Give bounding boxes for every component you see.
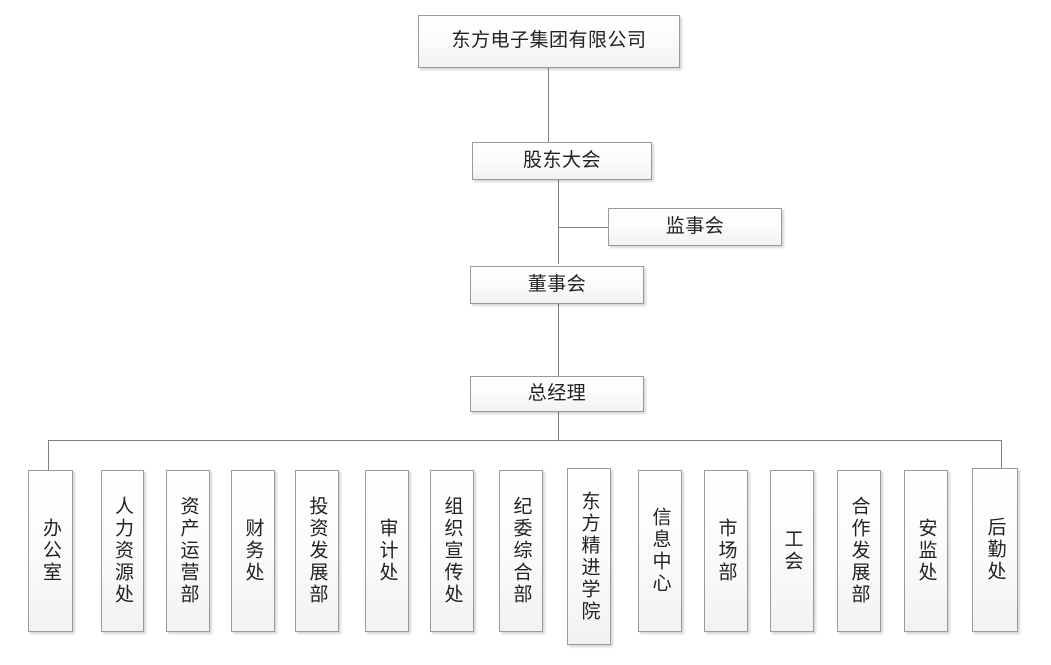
connector-board-to-manager: [558, 304, 559, 376]
node-dept-investment-development[interactable]: 投资发展部: [295, 470, 339, 632]
node-dept-information-center[interactable]: 信息中心: [638, 470, 682, 632]
connector-shareholders-to-board: [558, 180, 559, 264]
node-dept-dongfang-academy[interactable]: 东方精进学院: [567, 468, 611, 645]
node-dept-logistics[interactable]: 后勤处: [972, 468, 1018, 632]
node-dept-human-resources[interactable]: 人力资源处: [101, 470, 144, 632]
node-dept-office[interactable]: 办公室: [28, 470, 73, 632]
node-board-of-supervisors[interactable]: 监事会: [608, 208, 782, 246]
node-dept-discipline-committee[interactable]: 纪委综合部: [499, 470, 543, 632]
connector-bus-to-first-dept: [48, 440, 49, 470]
node-dept-marketing[interactable]: 市场部: [704, 470, 748, 632]
connector-bus-to-last-dept: [1001, 440, 1002, 468]
node-dept-asset-operations[interactable]: 资产运营部: [166, 470, 210, 632]
node-dept-finance[interactable]: 财务处: [231, 470, 275, 632]
connector-company-to-shareholders: [548, 68, 549, 142]
node-dept-organization-publicity[interactable]: 组织宣传处: [430, 470, 474, 632]
connector-manager-to-bus: [558, 412, 559, 440]
node-dept-audit[interactable]: 审计处: [365, 470, 409, 632]
node-shareholders-meeting[interactable]: 股东大会: [472, 142, 652, 180]
node-board-of-directors[interactable]: 董事会: [470, 266, 644, 304]
connector-board-branch-to-supervisors: [558, 227, 608, 228]
node-dept-safety-supervision[interactable]: 安监处: [904, 470, 948, 632]
node-company[interactable]: 东方电子集团有限公司: [418, 15, 680, 68]
node-dept-cooperation-development[interactable]: 合作发展部: [837, 470, 881, 632]
connector-department-bus: [48, 440, 1002, 441]
node-general-manager[interactable]: 总经理: [470, 376, 644, 412]
node-dept-labor-union[interactable]: 工会: [770, 470, 814, 632]
